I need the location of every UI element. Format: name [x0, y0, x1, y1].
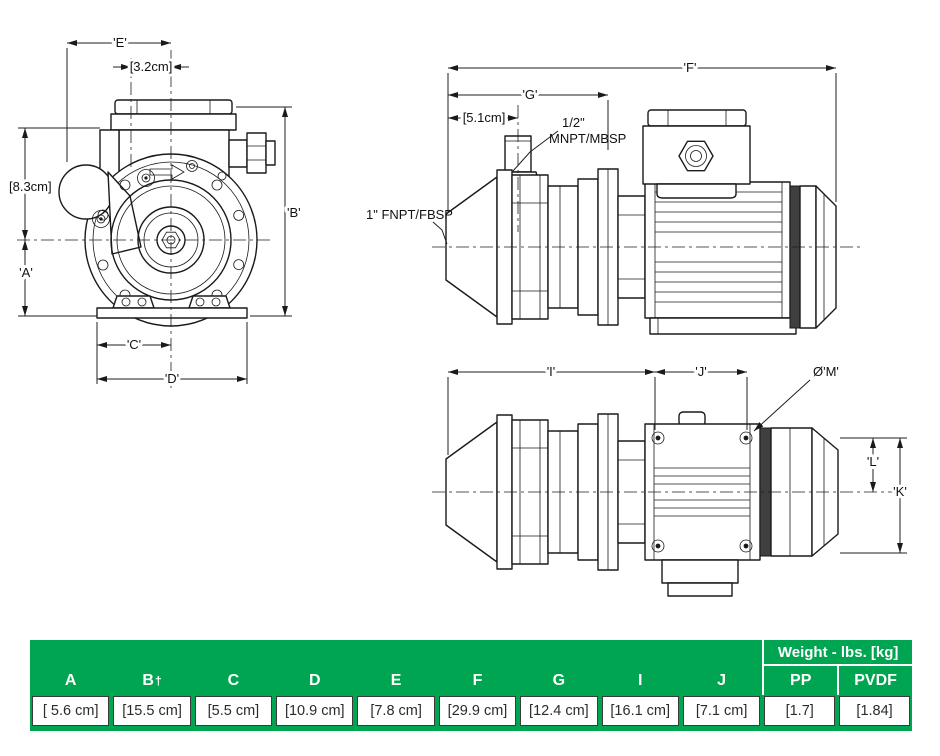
dim-label-f: 'F': [684, 60, 697, 75]
dimensions-table: Weight - lbs. [kg] A B† C D E F G I J PP…: [30, 640, 912, 731]
value-f: [29.9 cm]: [438, 696, 517, 726]
dim-label-l: 'L': [867, 454, 879, 469]
column-header-d: D: [308, 671, 321, 689]
suction-port-label: 1" FNPT/FBSP: [366, 207, 453, 222]
value-weight-pvdf: [1.84]: [839, 696, 910, 726]
column-header-g: G: [552, 671, 566, 689]
column-header-pvdf: PVDF: [837, 666, 912, 695]
side-view-dimensions: 'F' 'G' [5.1cm] 1/2" MNPT/MBSP 1" FNPT/F…: [366, 57, 837, 245]
value-g: [12.4 cm]: [520, 696, 598, 726]
front-view-dimensions: 'E' [3.2cm] [8.3cm] 'A' 'B' 'C' 'D': [6, 32, 304, 389]
dim-label-5-1cm: [5.1cm]: [463, 110, 506, 125]
dim-label-j: 'J': [695, 364, 706, 379]
discharge-port-label-line2: MNPT/MBSP: [549, 131, 626, 146]
value-d: [10.9 cm]: [276, 696, 354, 726]
dim-label-d: 'D': [165, 371, 179, 386]
value-i: [16.1 cm]: [601, 696, 679, 726]
discharge-port-label-line1: 1/2": [562, 115, 585, 130]
top-view-dimensions: 'I' 'J' Ø'M' 'L' 'K': [447, 361, 910, 554]
dim-label-i: 'I': [547, 364, 556, 379]
value-weight-pp: [1.7]: [764, 696, 836, 726]
front-view-drawing: [17, 50, 276, 388]
dim-label-c: 'C': [127, 337, 141, 352]
column-header-c: C: [227, 671, 240, 689]
value-b: [15.5 cm]: [113, 696, 191, 726]
dim-label-m: Ø'M': [813, 364, 839, 379]
dim-label-b: 'B': [287, 205, 301, 220]
weight-header-label: Weight - lbs. [kg]: [777, 643, 899, 661]
column-header-j: J: [717, 671, 727, 689]
column-header-i: I: [638, 671, 643, 689]
dim-label-a: 'A': [19, 265, 33, 280]
column-header-f: F: [472, 671, 483, 689]
column-header-pp: PP: [762, 666, 837, 695]
dim-label-k: 'K': [893, 484, 907, 499]
top-view-drawing: [432, 411, 895, 597]
weight-header: Weight - lbs. [kg]: [762, 640, 912, 666]
value-e: [7.8 cm]: [357, 696, 435, 726]
column-header-b: B†: [142, 671, 162, 689]
value-a: [ 5.6 cm]: [32, 696, 110, 726]
dim-label-e: 'E': [113, 35, 127, 50]
dim-label-g: 'G': [522, 87, 537, 102]
side-view-drawing: [432, 105, 860, 335]
column-header-a: A: [64, 671, 77, 689]
dim-label-3-2cm: [3.2cm]: [130, 59, 173, 74]
value-j: [7.1 cm]: [682, 696, 761, 726]
value-c: [5.5 cm]: [194, 696, 273, 726]
column-header-e: E: [390, 671, 402, 689]
technical-drawing: 'E' [3.2cm] [8.3cm] 'A' 'B' 'C' 'D': [6, 32, 910, 597]
dim-label-8-3cm: [8.3cm]: [9, 179, 52, 194]
